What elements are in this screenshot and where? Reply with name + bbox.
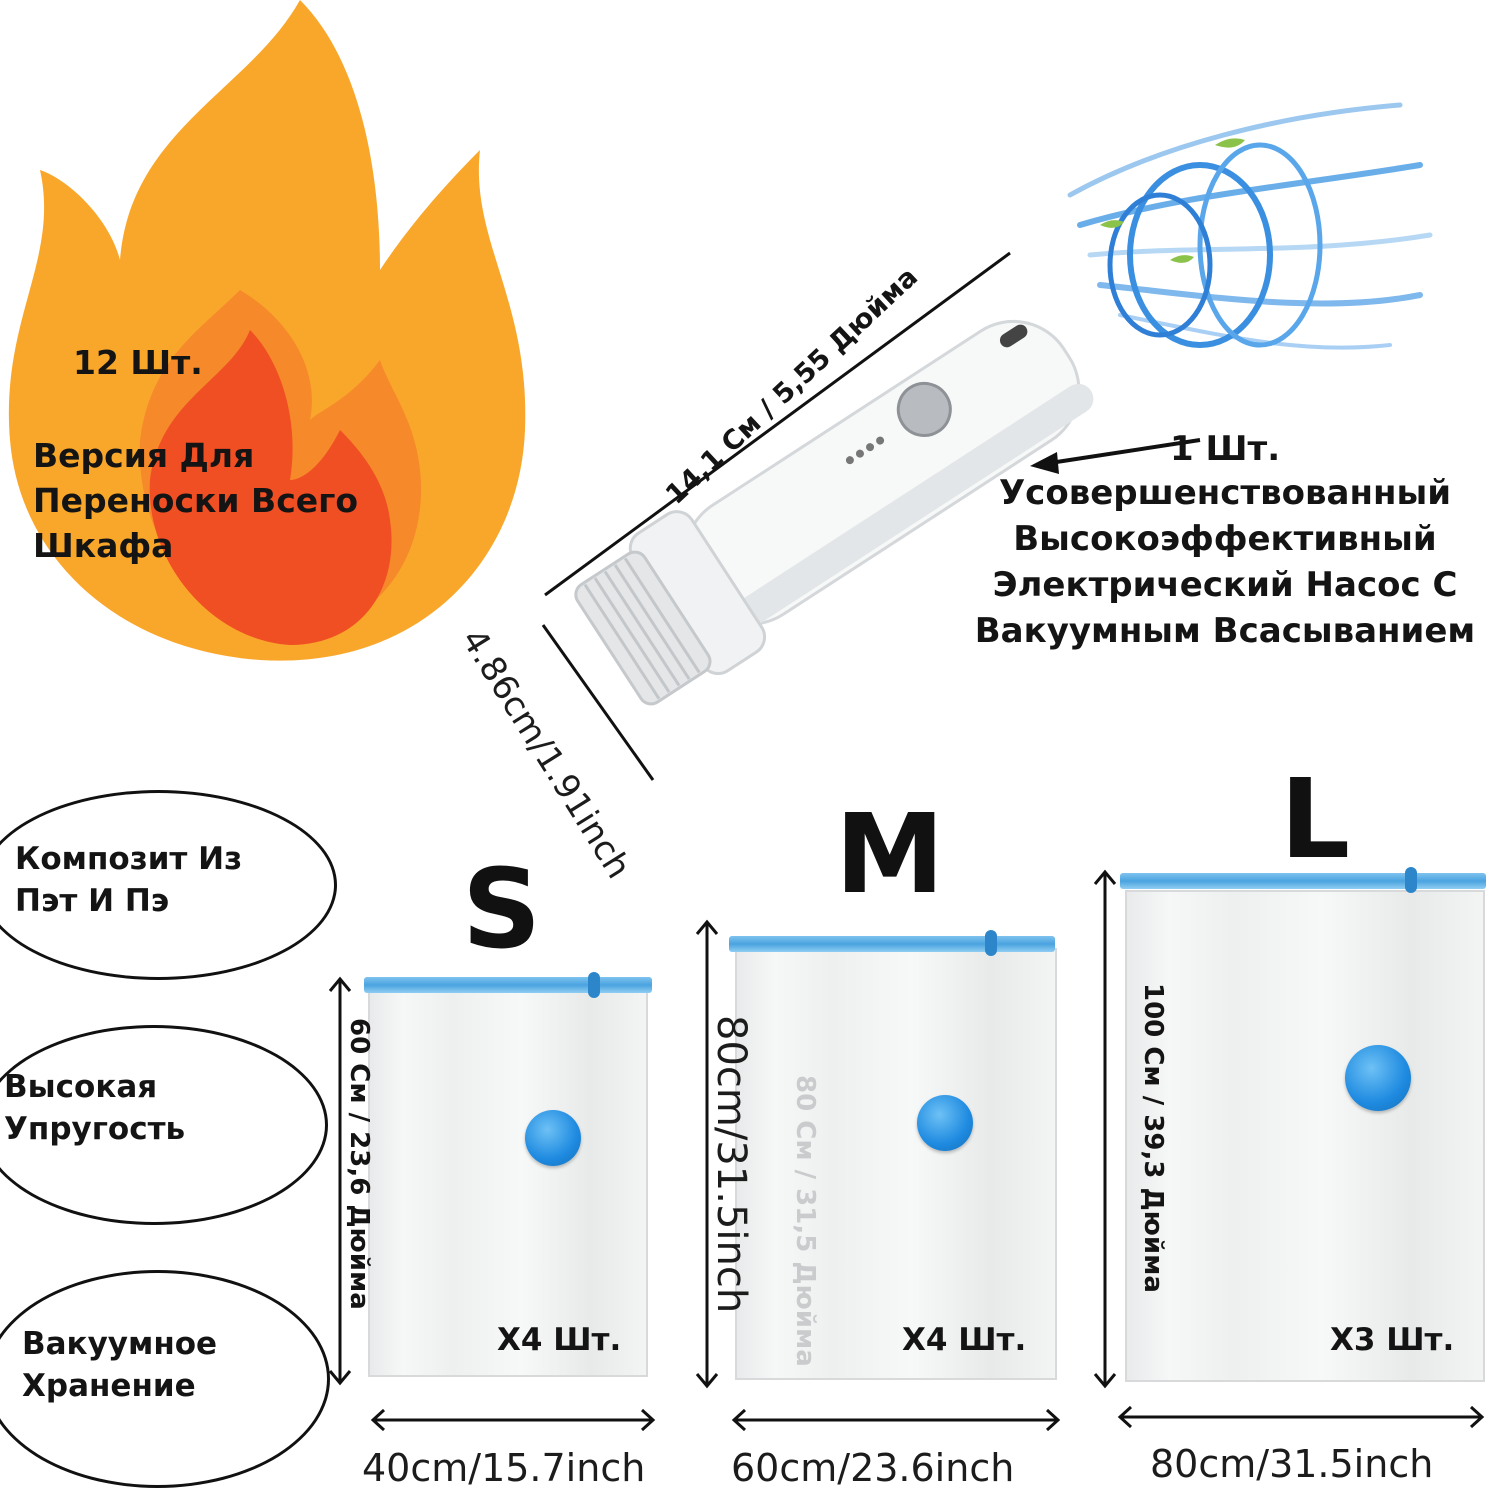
feature-oval-vacuum <box>0 1270 330 1488</box>
bag-medium-qty: X4 Шт. <box>902 1322 1027 1358</box>
power-button[interactable] <box>888 374 960 446</box>
battery-indicator-dot <box>876 436 885 445</box>
airflow-line <box>1087 232 1433 258</box>
promo-count: 12 Шт. <box>73 343 203 382</box>
feature-oval-elasticity <box>0 1025 328 1225</box>
feature-material-line2: Пэт И Пэ <box>15 883 170 919</box>
battery-indicator-dot <box>845 456 854 465</box>
promo-version-line3: Шкафа <box>33 526 174 565</box>
bag-medium-height-label-alt: 80 См / 31,5 Дюйма <box>790 1075 820 1367</box>
usb-port <box>999 324 1028 348</box>
airflow-swirl <box>1107 192 1213 338</box>
bag-large-valve[interactable] <box>1345 1045 1411 1111</box>
airflow-illustration <box>1067 102 1433 350</box>
battery-indicator-dot <box>855 449 864 458</box>
pump-desc-line2: Высокоэффективный <box>1013 519 1437 559</box>
feature-oval-material <box>0 790 337 980</box>
pump-body-shade <box>719 383 1094 638</box>
leaf-icon <box>1215 138 1245 148</box>
size-letter-s: S <box>462 845 542 973</box>
pump-length-dimension-line <box>544 251 1011 597</box>
pointer-arrow <box>1030 438 1201 474</box>
bag-large-width-arrow <box>1117 1405 1485 1429</box>
bag-large-zipper <box>1120 873 1486 889</box>
bag-small-width-arrow <box>370 1408 656 1432</box>
bag-small-width-label: 40cm/15.7inch <box>362 1446 646 1490</box>
feature-material-text: Композит Из Пэт И Пэ <box>15 838 242 922</box>
bag-small-height-label: 60 См / 23,6 Дюйма <box>344 1018 374 1310</box>
feature-vacuum-text: Вакуумное Хранение <box>22 1323 217 1407</box>
airflow-line <box>1067 102 1403 198</box>
flame-inner <box>149 330 392 645</box>
bag-small-qty: X4 Шт. <box>497 1322 622 1358</box>
bag-medium-zipper <box>729 936 1055 952</box>
size-letter-l: L <box>1280 755 1351 883</box>
size-letter-m: M <box>835 790 945 918</box>
feature-material-line1: Композит Из <box>15 841 243 877</box>
bag-large-zipper-slider[interactable] <box>1405 867 1417 893</box>
bag-medium-width-arrow <box>731 1408 1061 1432</box>
bag-large-width-label: 80cm/31.5inch <box>1150 1442 1434 1486</box>
bag-small-height-arrow <box>328 976 352 1386</box>
pump-description: Усовершенствованный Высокоэффективный Эл… <box>955 470 1495 654</box>
pump-count: 1 Шт. <box>1170 429 1281 469</box>
bag-medium-width-label: 60cm/23.6inch <box>731 1446 1015 1490</box>
bag-small-zipper-slider[interactable] <box>588 972 600 998</box>
bag-small-zipper <box>364 977 652 993</box>
bag-medium-height-arrow <box>695 919 719 1389</box>
leaf-icon <box>1100 220 1124 228</box>
bag-large-qty: X3 Шт. <box>1330 1322 1455 1358</box>
promo-version: Версия Для Переноски Всего Шкафа <box>33 433 358 568</box>
leaf-icon <box>1170 255 1194 263</box>
bag-medium-height-label: 80cm/31.5inch <box>708 1015 754 1314</box>
bag-small-valve[interactable] <box>525 1110 581 1166</box>
battery-indicator-dot <box>866 443 875 452</box>
bag-small <box>368 985 648 1377</box>
airflow-swirl <box>1127 162 1273 348</box>
bag-medium-zipper-slider[interactable] <box>985 930 997 956</box>
pump-desc-line3: Электрический Насос С <box>992 565 1458 605</box>
bag-large-height-arrow <box>1093 869 1117 1389</box>
feature-elasticity-text: Высокая Упругость <box>4 1066 185 1150</box>
feature-elasticity-line2: Упругость <box>4 1111 186 1147</box>
bag-medium <box>735 948 1057 1380</box>
pump-diameter-dimension-line <box>541 624 655 781</box>
airflow-swirl <box>1197 142 1323 348</box>
bag-medium-valve[interactable] <box>917 1095 973 1151</box>
bag-large-height-label: 100 См / 39,3 Дюйма <box>1138 983 1168 1293</box>
pump-desc-line1: Усовершенствованный <box>998 473 1452 513</box>
feature-vacuum-line1: Вакуумное <box>22 1326 218 1362</box>
feature-elasticity-line1: Высокая <box>4 1069 158 1105</box>
bag-large <box>1125 890 1485 1382</box>
promo-version-line1: Версия Для <box>33 436 255 475</box>
vacuum-pump-illustration <box>574 319 1094 706</box>
feature-vacuum-line2: Хранение <box>22 1368 196 1404</box>
flame-illustration <box>8 0 526 661</box>
promo-version-line2: Переноски Всего <box>33 481 359 520</box>
airflow-line <box>1077 162 1423 228</box>
pump-desc-line4: Вакуумным Всасыванием <box>974 611 1476 651</box>
